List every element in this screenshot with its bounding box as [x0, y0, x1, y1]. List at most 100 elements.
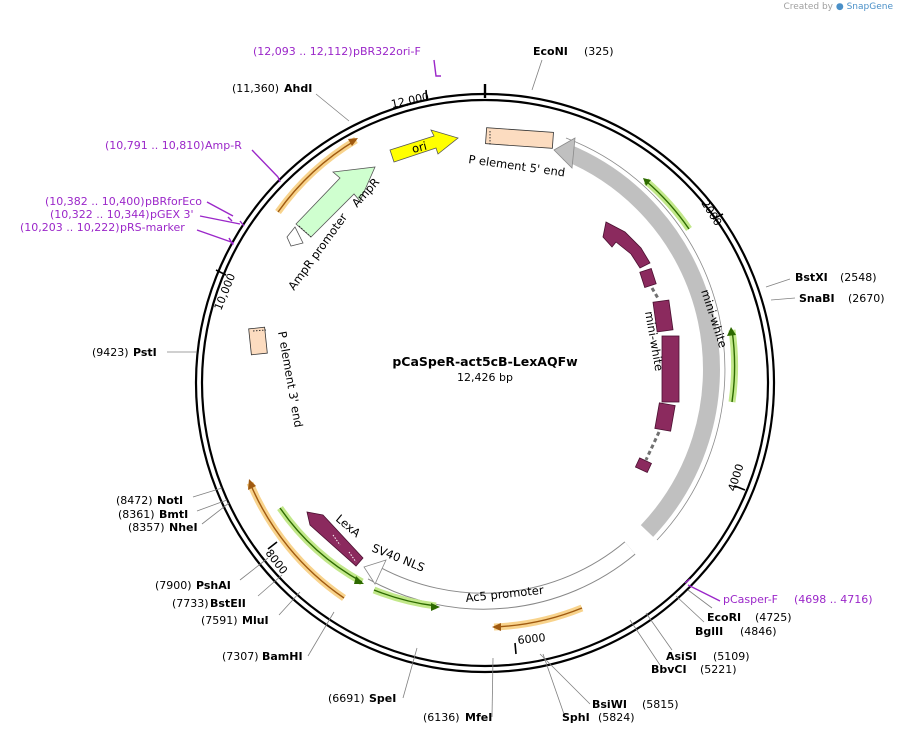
site-ahdi-pos: (11,360) — [232, 82, 279, 95]
primer-pgex3[interactable]: (10,322 .. 10,344) pGEX 3' — [50, 208, 194, 221]
p-element-5-box — [485, 127, 554, 149]
site-bglii-name: BglII — [695, 625, 723, 638]
orange-orf-bottom[interactable] — [492, 604, 584, 631]
primer-pbrforeco[interactable]: (10,382 .. 10,400) pBRforEco — [45, 195, 202, 208]
ac5-promoter-fill — [368, 542, 635, 609]
site-bsteii[interactable]: (7733) BstEII — [172, 597, 246, 610]
primer-prs-marker-name: pRS-marker — [120, 221, 185, 234]
ac5-promoter-feature[interactable]: Ac5 promoter — [363, 541, 636, 610]
site-bsteii-pos: (7733) — [172, 597, 209, 610]
primer-pbr322ori-f-range: (12,093 .. 12,112) — [253, 45, 353, 58]
site-sphi-pos: (5824) — [598, 711, 635, 724]
primer-mark-pbrforeco — [227, 216, 233, 222]
site-bstxi-name: BstXI — [795, 271, 828, 284]
primer-pbr322ori-f-name: pBR322ori-F — [353, 45, 421, 58]
primer-mark-amp-r — [277, 176, 281, 183]
ampr-promoter-arrow — [286, 226, 304, 247]
site-bmti-pos: (8361) — [118, 508, 155, 521]
site-bstxi[interactable]: BstXI (2548) — [795, 271, 877, 284]
site-ecori[interactable]: EcoRI (4725) — [707, 611, 792, 624]
site-mfei[interactable]: (6136) MfeI — [423, 711, 492, 724]
site-ahdi[interactable]: (11,360) AhdI — [232, 82, 312, 95]
site-spei[interactable]: (6691) SpeI — [328, 692, 396, 705]
primer-leader-pgex3 — [199, 215, 241, 225]
p-element-3-feature[interactable]: P element 3' end — [248, 326, 306, 429]
site-snabi[interactable]: SnaBI (2670) — [799, 292, 885, 305]
site-econi-pos: (325) — [584, 45, 614, 58]
site-ecori-pos: (4725) — [755, 611, 792, 624]
site-bamhi-pos: (7307) — [222, 650, 259, 663]
site-mlui-name: MluI — [242, 614, 269, 627]
leader-nhei — [201, 502, 230, 525]
site-bbvci-pos: (5221) — [700, 663, 737, 676]
orange-orf-bottom-left[interactable] — [246, 479, 346, 601]
green-orf-left[interactable] — [277, 506, 364, 586]
leader-ecori — [687, 589, 713, 609]
miniwhite-exon-arrow — [602, 221, 651, 269]
ori-feature[interactable]: ori — [389, 129, 459, 163]
credit-brand: SnapGene — [846, 2, 893, 12]
site-psti[interactable]: (9423) PstI — [92, 346, 157, 359]
site-econi[interactable]: EcoNI (325) — [533, 45, 614, 58]
site-noti[interactable]: (8472) NotI — [116, 494, 183, 507]
p-element-3-label: P element 3' end — [275, 330, 306, 428]
tick-12000-label: 12,000 — [390, 90, 430, 111]
site-bsiwi[interactable]: BsiWI (5815) — [592, 698, 679, 711]
created-by-snapgene-credit: Created by ● SnapGene — [783, 2, 893, 12]
leader-asisi — [645, 612, 673, 651]
primer-amp-r[interactable]: (10,791 .. 10,810) Amp-R — [105, 139, 242, 152]
miniwhite-arrowhead — [553, 137, 576, 169]
primer-prs-marker[interactable]: (10,203 .. 10,222) pRS-marker — [20, 221, 185, 234]
leader-bbvci — [629, 619, 661, 666]
p-element-5-feature[interactable]: P element 5' end — [468, 127, 566, 180]
primer-pcasper-f[interactable]: pCasper-F (4698 .. 4716) — [723, 593, 873, 606]
primer-prs-marker-range: (10,203 .. 10,222) — [20, 221, 120, 234]
miniwhite-gray-feature[interactable]: mini-white — [553, 137, 730, 541]
green-orf-left-head — [354, 576, 364, 584]
green-orf-right-head — [727, 327, 736, 336]
tick-4000-mark — [734, 485, 746, 491]
snapgene-logo: ● — [835, 2, 847, 12]
tick-4000-label: 4000 — [725, 462, 746, 493]
site-bbvci[interactable]: BbvCI (5221) — [651, 663, 737, 676]
site-bmti[interactable]: (8361) BmtI — [118, 508, 188, 521]
leader-mlui — [278, 591, 301, 616]
site-asisi-pos: (5109) — [713, 650, 750, 663]
miniwhite-exon-6 — [634, 457, 652, 474]
miniwhite-gray-outline-outer — [565, 137, 726, 541]
green-orf-right[interactable] — [727, 327, 739, 403]
site-bglii[interactable]: BglII (4846) — [695, 625, 777, 638]
site-nhei[interactable]: (8357) NheI — [128, 521, 198, 534]
primer-leader-prs-marker — [196, 229, 235, 244]
leader-bstxi — [765, 278, 791, 288]
orange-orf-top-left-line — [277, 139, 357, 213]
site-spei-pos: (6691) — [328, 692, 365, 705]
lexa-feature[interactable]: LexA SV40 NLS — [306, 511, 427, 575]
site-leader-lines — [167, 59, 796, 718]
plasmid-name: pCaSpeR-act5cB-LexAQFw — [392, 354, 578, 369]
site-bamhi[interactable]: (7307) BamHI — [222, 650, 303, 663]
site-pshai[interactable]: (7900) PshAI — [155, 579, 231, 592]
miniwhite-intron-1 — [650, 287, 661, 301]
orange-orf-top-left[interactable] — [275, 136, 358, 215]
credit-prefix: Created by — [783, 2, 833, 12]
orange-orf-bottom-glow — [493, 604, 584, 631]
leader-noti — [192, 487, 223, 498]
green-orf-right-top[interactable] — [643, 178, 692, 232]
lexa-dash-1 — [332, 534, 341, 546]
leader-bamhi — [307, 611, 335, 657]
site-sphi[interactable]: SphI (5824) — [562, 711, 635, 724]
ori-label: ori — [410, 139, 428, 156]
site-asisi[interactable]: AsiSI (5109) — [666, 650, 750, 663]
tick-12000-mark — [425, 89, 428, 102]
plasmid-size: 12,426 bp — [457, 371, 513, 384]
site-nhei-pos: (8357) — [128, 521, 165, 534]
primer-pgex3-name: pGEX 3' — [150, 208, 194, 221]
miniwhite-exons[interactable]: mini-white — [602, 221, 680, 474]
leader-bglii — [675, 595, 705, 623]
primer-pbr322ori-f[interactable]: (12,093 .. 12,112) pBR322ori-F — [253, 45, 421, 58]
green-orf-bottom[interactable] — [372, 586, 440, 611]
site-bsiwi-pos: (5815) — [642, 698, 679, 711]
site-mlui[interactable]: (7591) MluI — [201, 614, 269, 627]
site-mfei-pos: (6136) — [423, 711, 460, 724]
